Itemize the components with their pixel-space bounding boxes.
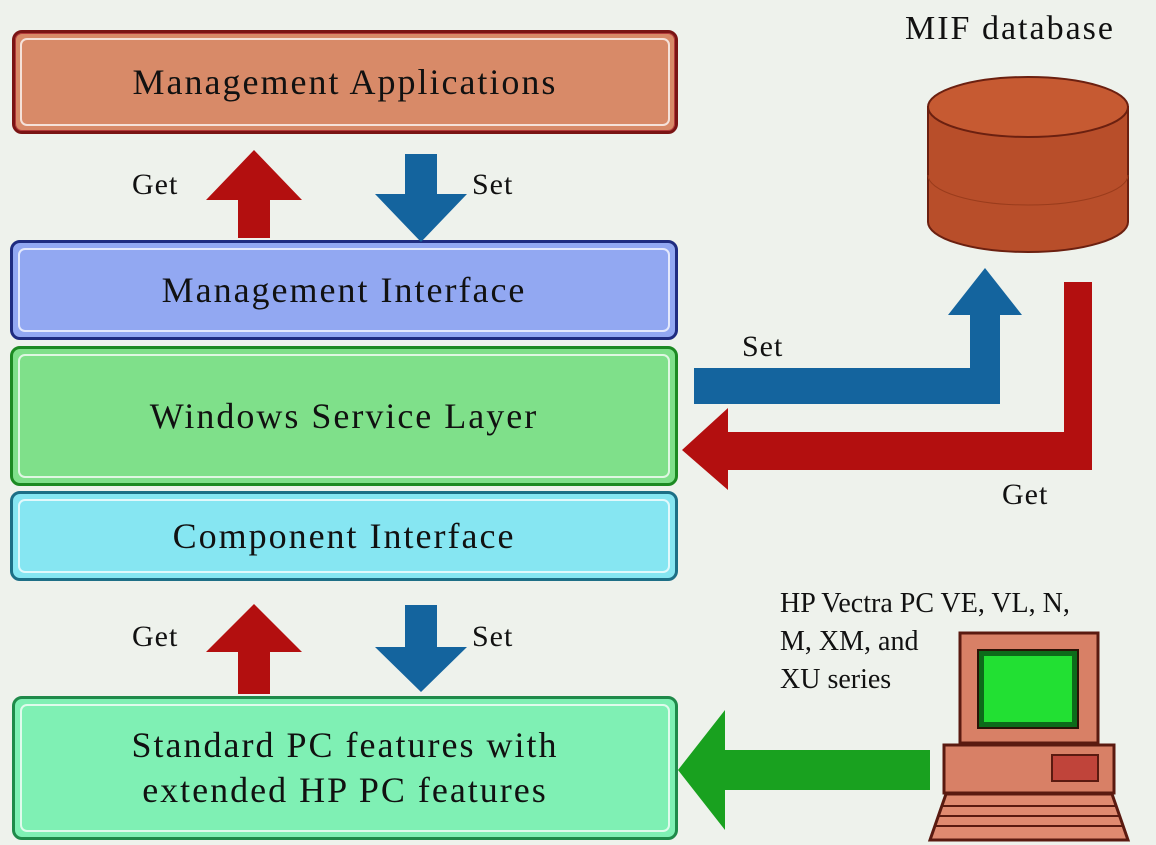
set-arrow-to-database bbox=[694, 268, 1022, 404]
standard-pc-features-line1: Standard PC features with bbox=[131, 725, 559, 765]
windows-service-layer-label: Windows Service Layer bbox=[149, 395, 539, 436]
set-label-right: Set bbox=[742, 330, 784, 363]
component-interface-label: Component Interface bbox=[172, 515, 516, 556]
hp-vectra-label-line1: HP Vectra PC VE, VL, N, bbox=[780, 588, 1070, 619]
standard-pc-features-line2: extended HP PC features bbox=[142, 770, 548, 810]
management-applications-label: Management Applications bbox=[132, 61, 558, 102]
get-arrow-from-database bbox=[682, 282, 1092, 490]
get-up-arrow-bottom bbox=[206, 604, 302, 694]
get-up-arrow-top bbox=[206, 150, 302, 238]
get-label-top: Get bbox=[132, 168, 179, 201]
standard-pc-features-label: Standard PC features with extended HP PC… bbox=[132, 723, 559, 813]
set-label-bottom: Set bbox=[472, 620, 514, 653]
hp-vectra-label-line3: XU series bbox=[780, 664, 892, 695]
hp-pc-computer-icon bbox=[927, 631, 1131, 842]
get-label-right: Get bbox=[1002, 478, 1049, 511]
get-label-bottom: Get bbox=[132, 620, 179, 653]
set-down-arrow-bottom bbox=[375, 605, 467, 692]
set-down-arrow-top bbox=[375, 154, 467, 242]
set-label-top: Set bbox=[472, 168, 514, 201]
pc-to-features-arrow bbox=[678, 710, 930, 830]
mif-database-label: MIF database bbox=[905, 10, 1116, 47]
management-interface-label: Management Interface bbox=[161, 269, 527, 310]
mif-database-icon bbox=[927, 76, 1129, 253]
hp-vectra-label-line2: M, XM, and bbox=[780, 626, 919, 657]
standard-pc-features-box: Standard PC features with extended HP PC… bbox=[12, 696, 678, 840]
